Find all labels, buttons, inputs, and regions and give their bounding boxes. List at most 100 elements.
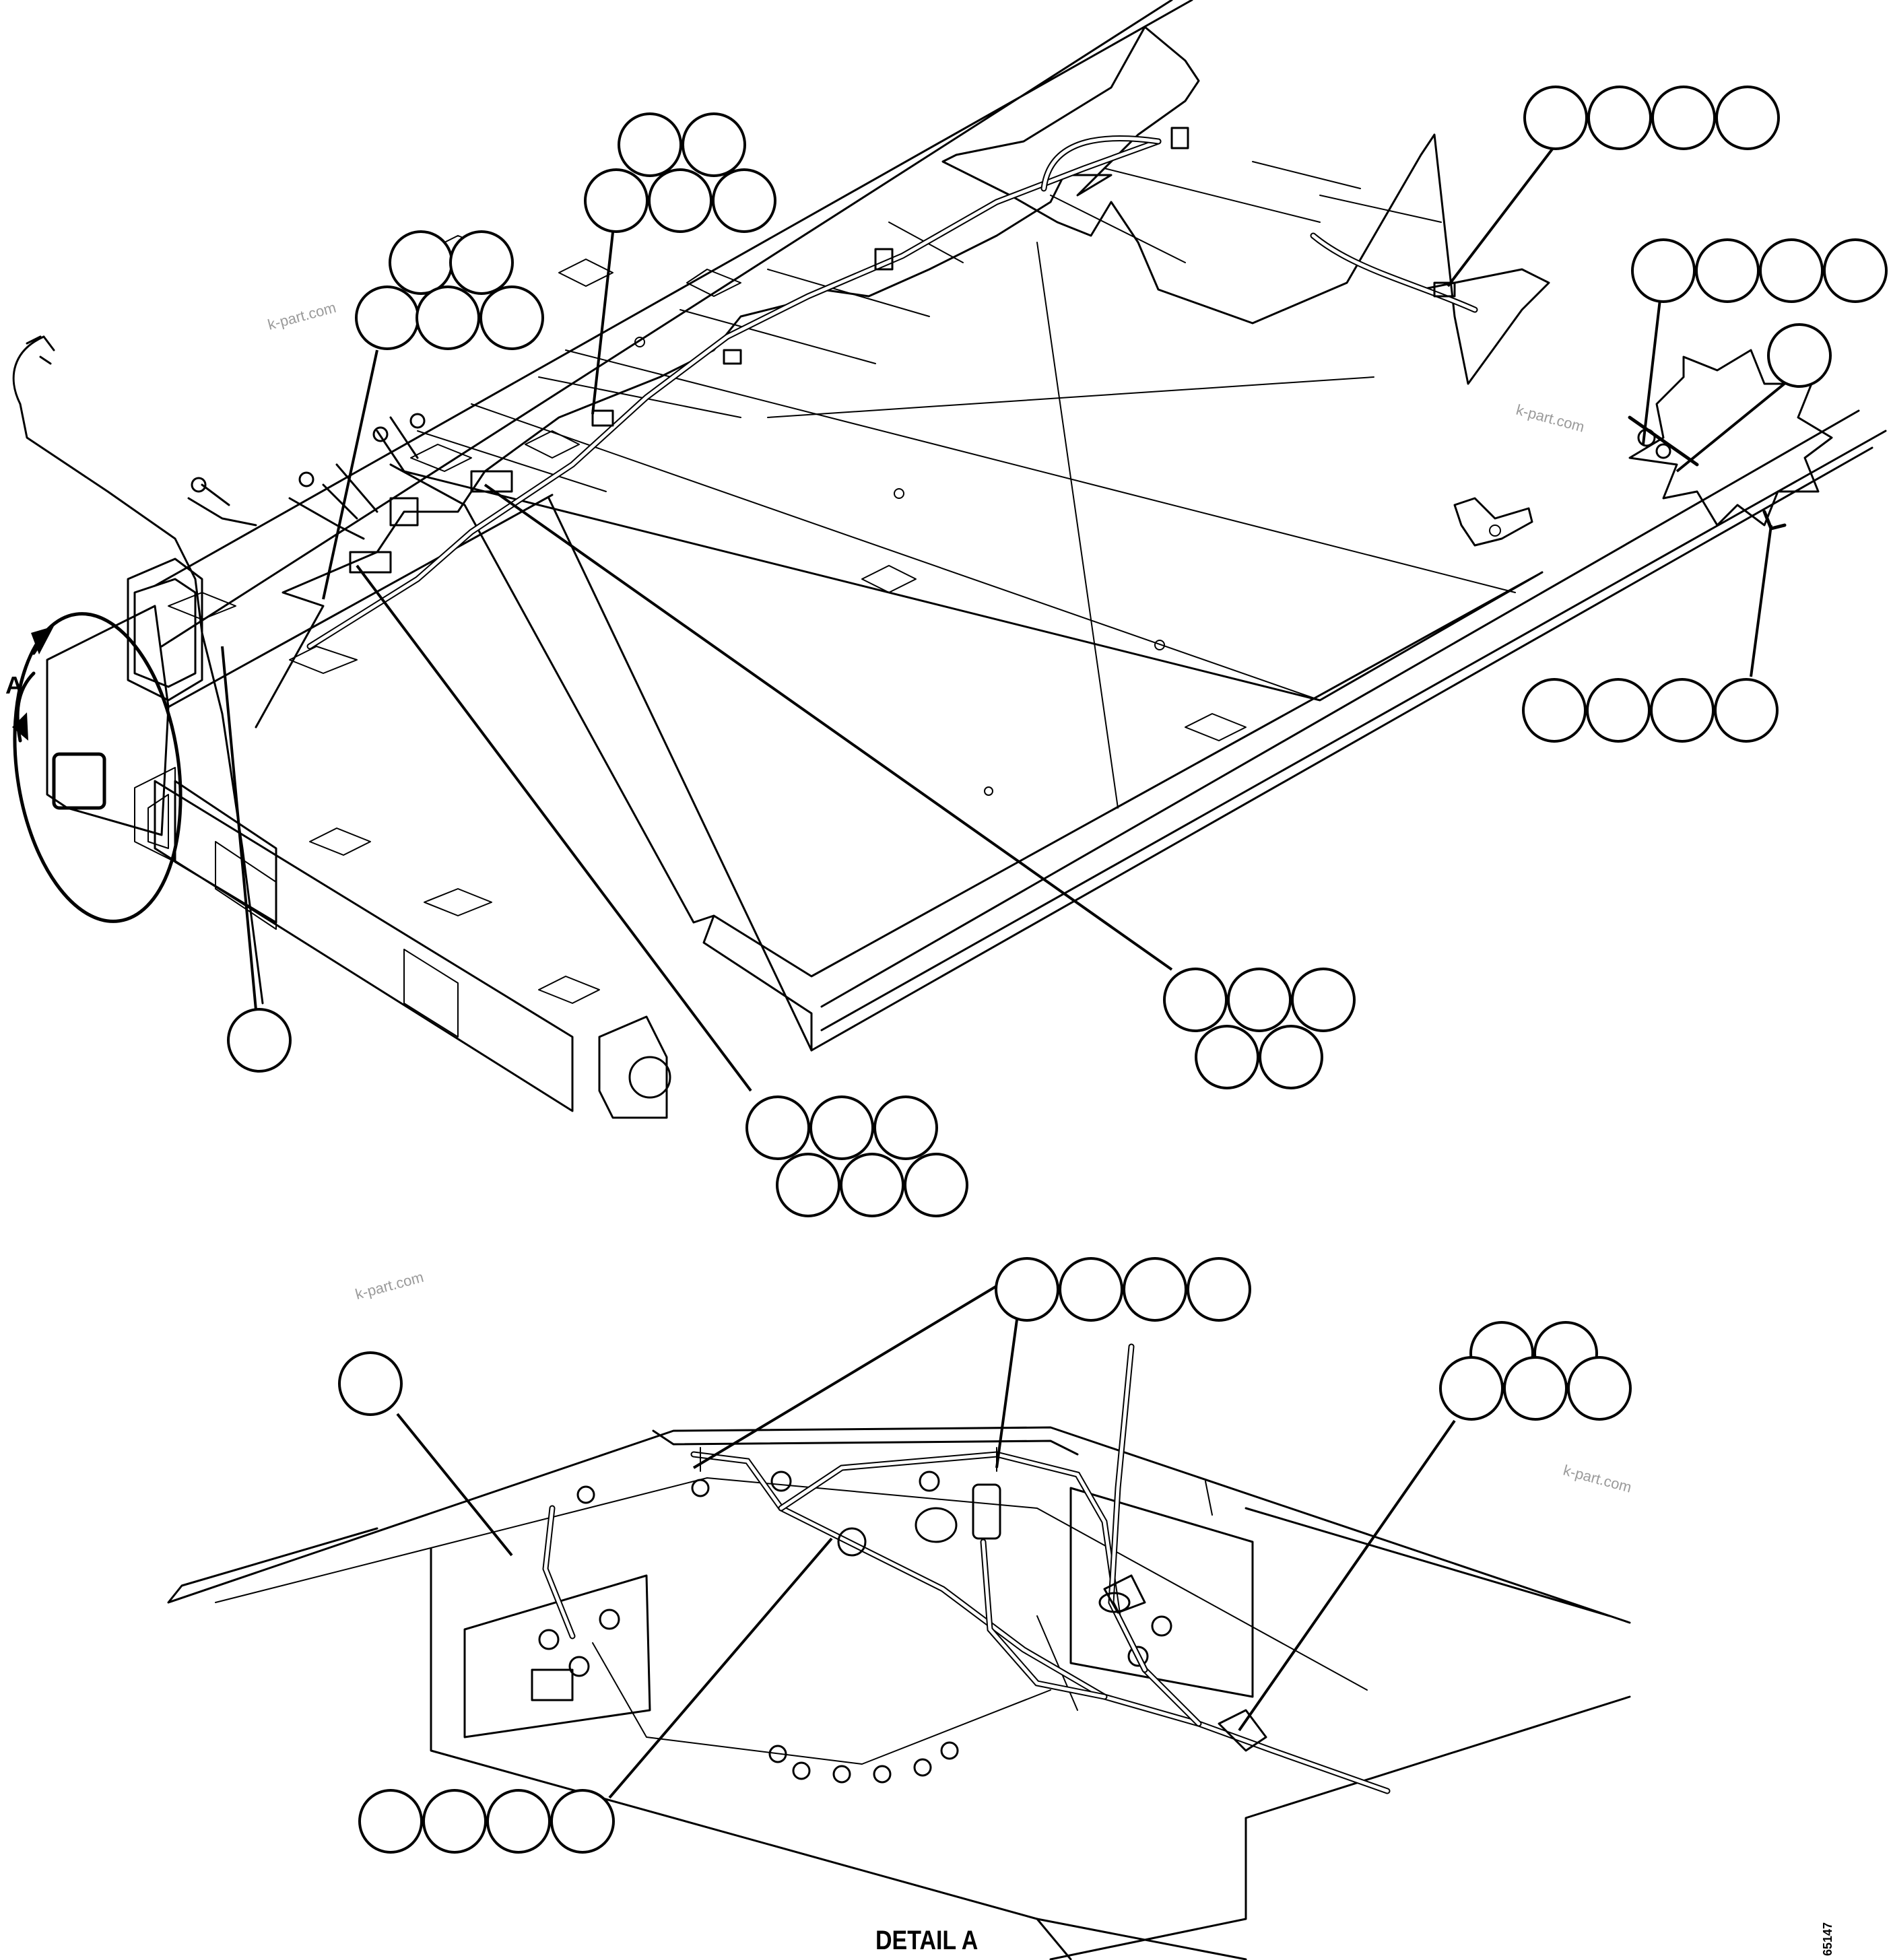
- callout-group-10: [995, 1257, 1251, 1322]
- callout-bubble: [648, 168, 712, 233]
- right-plate: [1069, 1487, 1254, 1698]
- connector-cluster: [187, 413, 513, 574]
- callout-bubble: [776, 1153, 840, 1217]
- callout-bubble: [682, 112, 746, 177]
- callout-bubble: [358, 1789, 423, 1854]
- callout-bubble: [584, 168, 649, 233]
- callout-bubble: [389, 230, 453, 295]
- callout-bubble: [1187, 1257, 1251, 1322]
- callout-bubble: [479, 285, 544, 350]
- detail-a-marker: A: [5, 671, 23, 699]
- callout-bubble: [1439, 1356, 1504, 1421]
- detail-a-ellipse: [13, 612, 183, 923]
- detail-a-arrowhead-top: [31, 626, 54, 654]
- bracket-right: [1453, 497, 1533, 547]
- callout-group-9: [745, 1095, 968, 1217]
- callout-bubble: [1227, 968, 1292, 1032]
- frame-outline: [154, 0, 1887, 1052]
- callout-bubble: [1587, 86, 1652, 150]
- detail-grommet: [837, 1527, 867, 1557]
- callout-bubble: [712, 168, 776, 233]
- callout-bubble: [995, 1257, 1059, 1322]
- cross-members: [417, 161, 1442, 492]
- callout-bubble: [1823, 238, 1888, 303]
- callout-bubble: [227, 1008, 292, 1073]
- callout-group-11: [338, 1351, 403, 1416]
- plate-bolts: [538, 1471, 1172, 1677]
- detail-floor-seams: [215, 1477, 1368, 1765]
- callout-bubble: [1567, 1356, 1632, 1421]
- callout-bubble: [338, 1351, 403, 1416]
- detail-frame: [167, 1426, 1631, 1624]
- callout-bubble: [1522, 678, 1587, 743]
- loose-lead-connector: [26, 335, 55, 365]
- watermark-2: k-part.com: [1515, 401, 1587, 436]
- callout-bubble: [1586, 678, 1651, 743]
- cutaway-edge: [255, 26, 1550, 729]
- detail-a-arrowhead-bottom: [12, 712, 28, 741]
- detail-harness-branch: [778, 1451, 1202, 1727]
- callout-bubble: [1650, 678, 1715, 743]
- callout-bubble: [416, 285, 480, 350]
- callout-bubble: [1651, 86, 1716, 150]
- main-assembly-view: A: [5, 0, 1887, 1119]
- callout-bubble: [1695, 238, 1760, 303]
- callout-bubble: [486, 1789, 551, 1854]
- watermark-1: k-part.com: [266, 299, 338, 333]
- callout-bubble: [618, 112, 682, 177]
- hex-nuts: [768, 1741, 959, 1784]
- callout-bubble: [1715, 86, 1780, 150]
- callout-bubble: [809, 1095, 874, 1160]
- callout-bubble: [904, 1153, 968, 1217]
- callout-bubble: [1523, 86, 1588, 150]
- starburst-cutaway: [1628, 349, 1833, 527]
- floor-seams: [471, 242, 1516, 809]
- callout-group-1: [1523, 86, 1780, 150]
- wheel-hub-cap: [628, 1056, 671, 1099]
- right-clip: [1762, 510, 1787, 531]
- left-plate: [463, 1574, 651, 1738]
- detail-connector-left: [531, 1668, 574, 1701]
- side-rail: [154, 780, 574, 1112]
- end-wall-hatch: [52, 752, 106, 810]
- callout-bubble: [1259, 1025, 1323, 1089]
- harness-clamps: [591, 127, 1456, 427]
- callout-group-8: [1163, 968, 1356, 1089]
- callout-group-4: [1631, 238, 1888, 303]
- callout-bubble: [840, 1153, 904, 1217]
- callout-group-7: [227, 1008, 292, 1073]
- callout-bubble: [1291, 968, 1356, 1032]
- callout-group-6: [1522, 678, 1779, 743]
- callout-group-13: [358, 1789, 615, 1854]
- detail-floor: [430, 1547, 1631, 1960]
- detail-harness-drop: [542, 1505, 1108, 1700]
- callout-group-2: [584, 112, 776, 233]
- end-wall: [46, 605, 170, 836]
- bolt-holes: [634, 337, 1165, 796]
- callout-bubble: [1163, 968, 1228, 1032]
- callout-group-12: [1439, 1321, 1632, 1421]
- center-dome: [915, 1507, 958, 1543]
- callout-bubble: [873, 1095, 938, 1160]
- callout-group-3: [355, 230, 544, 350]
- callout-bubble: [1059, 1257, 1123, 1322]
- callout-bubble: [355, 285, 420, 350]
- detail-grommet-vertical: [1098, 1592, 1131, 1613]
- callout-bubble: [1631, 238, 1696, 303]
- detail-connector-center: [972, 1483, 1001, 1540]
- watermark-4: k-part.com: [1562, 1462, 1634, 1496]
- callout-group-5: [1767, 323, 1832, 388]
- callout-bubble: [745, 1095, 810, 1160]
- callout-bubble: [550, 1789, 615, 1854]
- callout-bubble: [1195, 1025, 1259, 1089]
- right-fitting: [1628, 415, 1699, 467]
- detail-clamp-right: [1103, 1574, 1267, 1752]
- wheel-hub: [598, 1015, 668, 1119]
- callout-leaders: [221, 143, 1798, 1799]
- callout-bubble: [1759, 238, 1824, 303]
- callout-bubble: [449, 230, 514, 295]
- watermark-3: k-part.com: [354, 1269, 426, 1303]
- callout-bubble: [422, 1789, 487, 1854]
- drawing-number: 65147: [1821, 1922, 1834, 1956]
